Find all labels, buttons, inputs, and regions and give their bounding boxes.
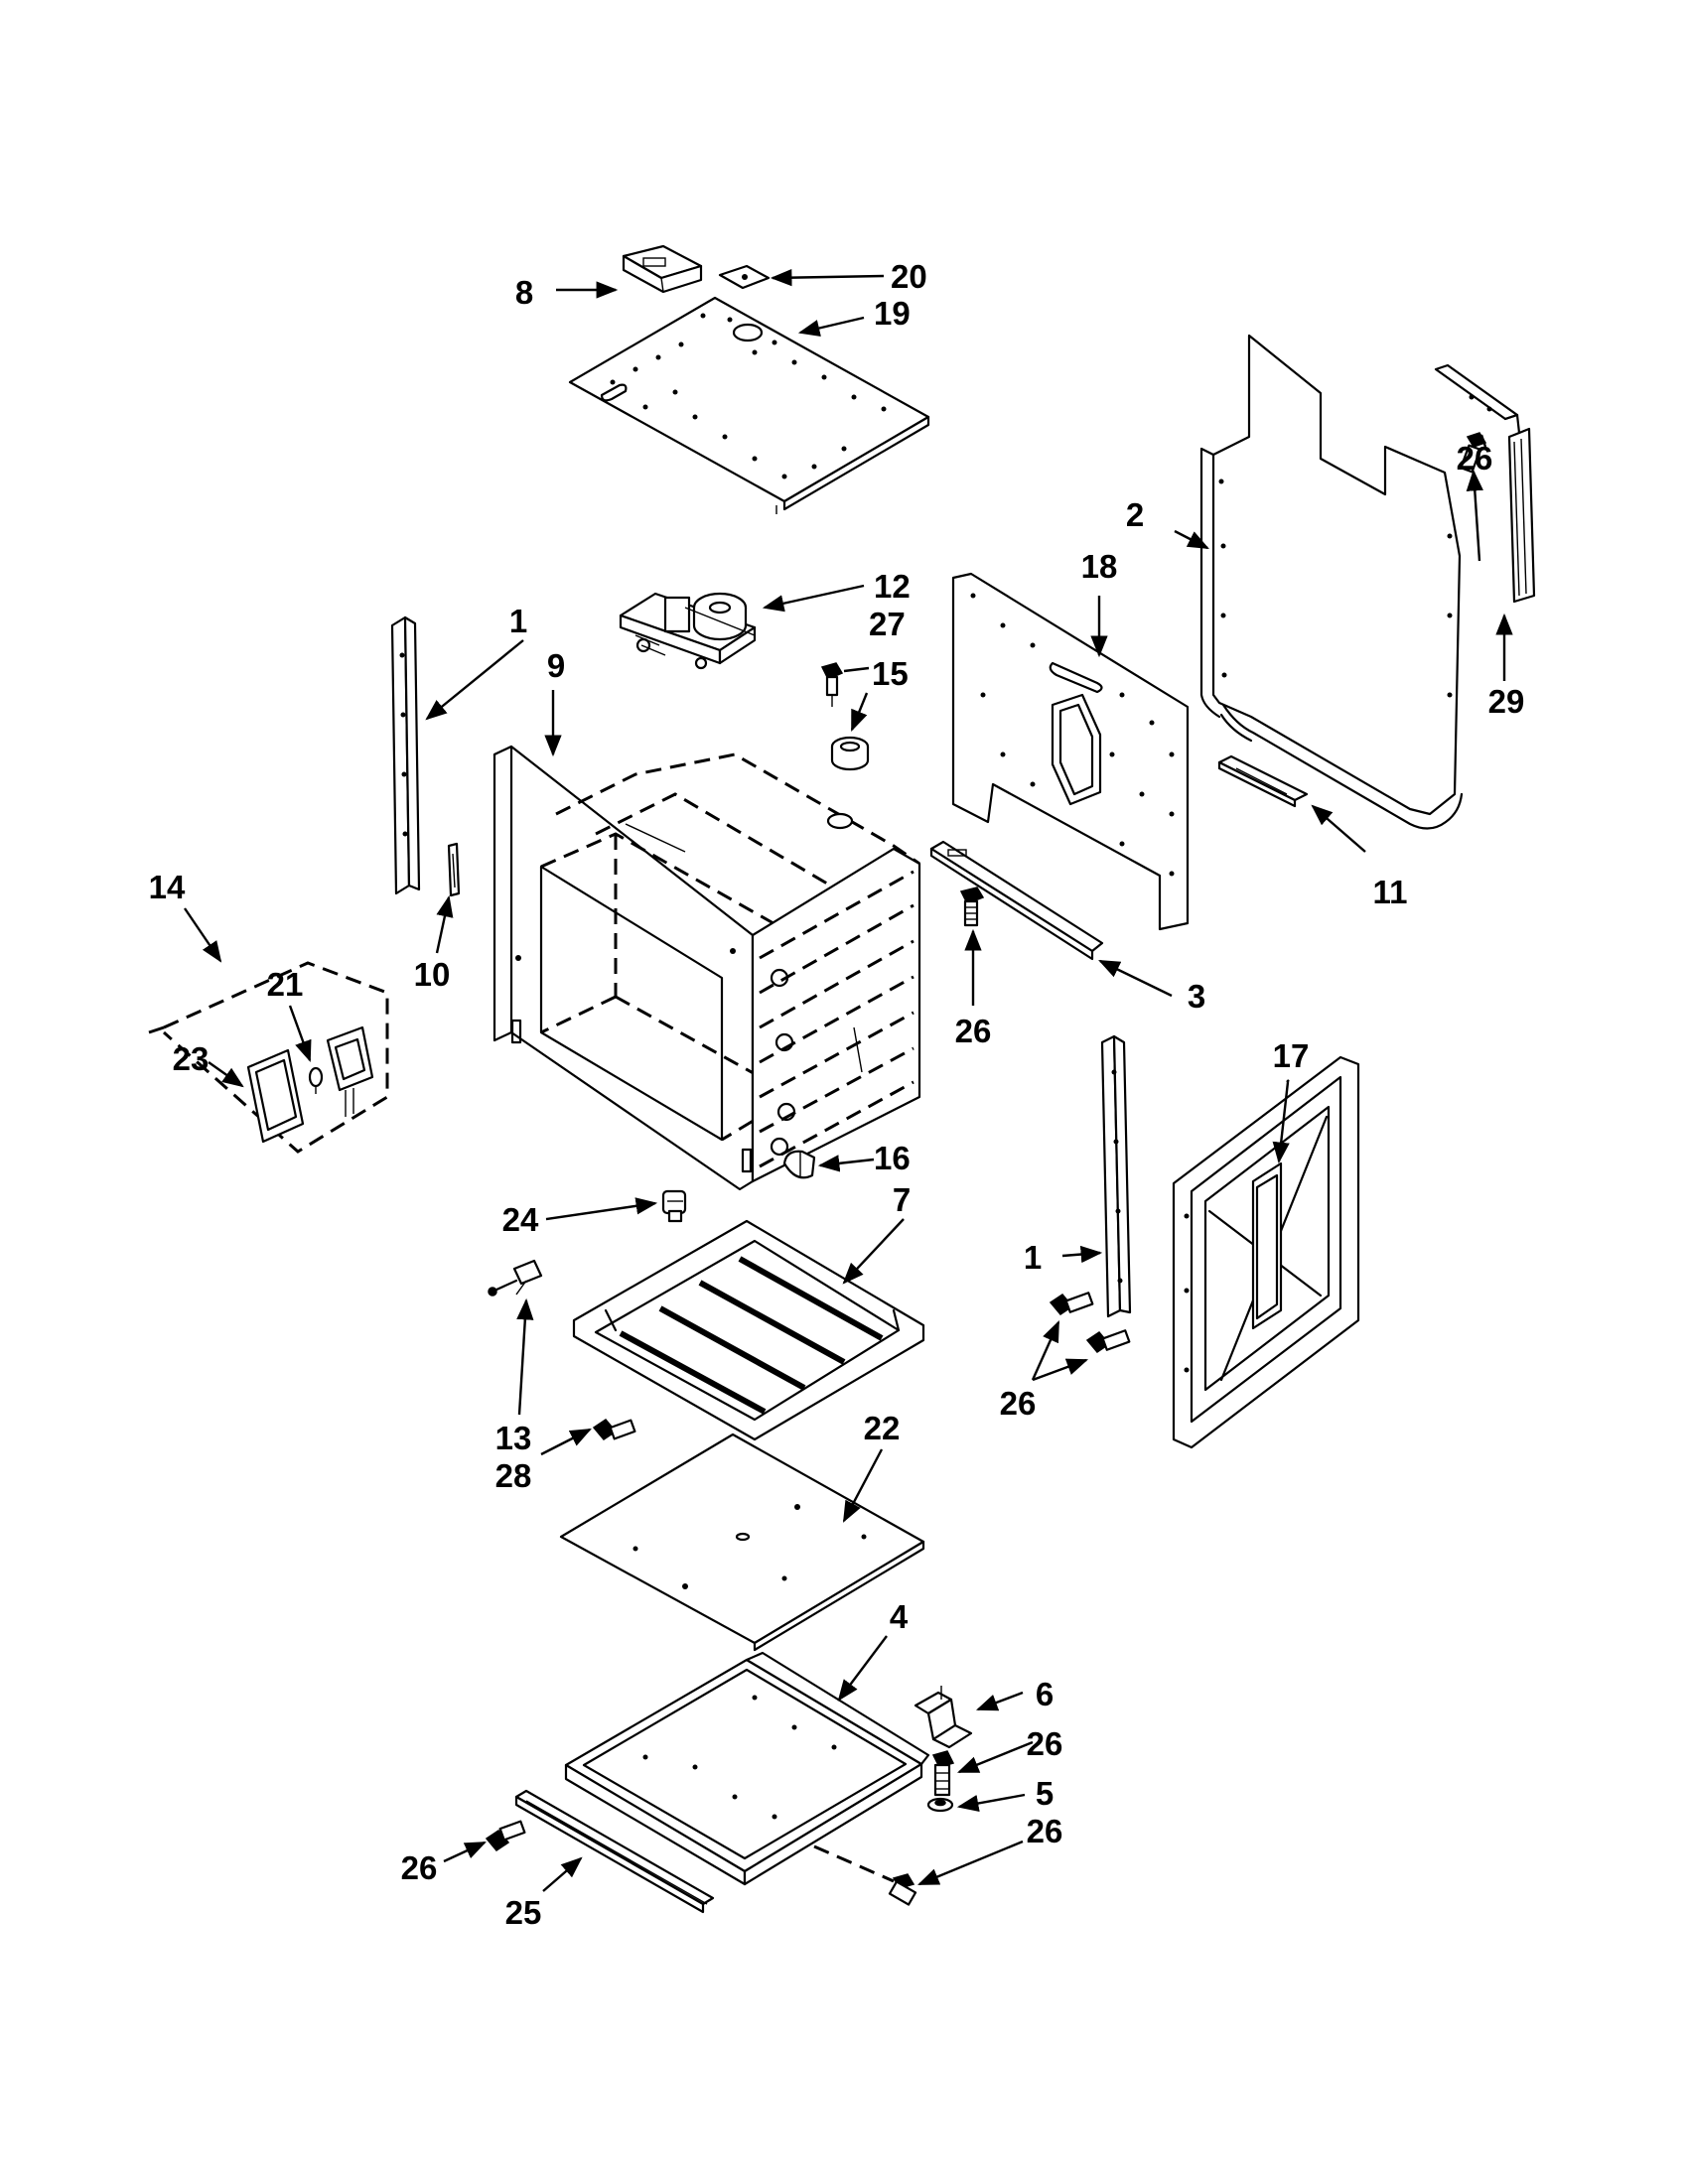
callout-12: 12 <box>874 568 911 605</box>
callout-11: 11 <box>1373 874 1408 910</box>
callout-26: 26 <box>1000 1385 1037 1422</box>
part-10-strip <box>447 842 461 897</box>
part-25-rail <box>514 1789 715 1914</box>
callout-labels: 8 20 19 26 2 18 12 27 15 1 9 29 11 14 21… <box>149 258 1525 1931</box>
part-20-plate <box>718 264 771 290</box>
callout-28: 28 <box>495 1457 532 1494</box>
callout-8: 8 <box>515 274 533 311</box>
callout-21: 21 <box>267 966 304 1003</box>
part-2-outer-wrap <box>1199 334 1464 830</box>
part-18-rear-panel <box>951 572 1190 931</box>
part-14-light-assembly <box>148 961 389 1154</box>
callout-16: 16 <box>874 1140 911 1176</box>
callout-19: 19 <box>874 295 911 332</box>
leader-lines <box>184 269 1513 1892</box>
part-28-screw <box>592 1419 636 1440</box>
part-6-bracket <box>914 1686 973 1749</box>
callout-26: 26 <box>401 1849 438 1886</box>
part-13-probe <box>488 1259 543 1297</box>
callout-4: 4 <box>890 1598 909 1635</box>
part-4-base-frame <box>564 1651 930 1886</box>
tray-ribs <box>619 1256 884 1415</box>
callout-15: 15 <box>872 655 909 692</box>
callout-1: 1 <box>1024 1239 1042 1276</box>
callout-23: 23 <box>173 1040 210 1077</box>
callout-29: 29 <box>1488 683 1525 720</box>
part-12-fan-assembly <box>619 592 757 670</box>
callout-26: 26 <box>1457 440 1493 477</box>
callout-9: 9 <box>547 647 565 684</box>
part-27-screw <box>820 662 844 707</box>
part-26-screw-bottom <box>888 1873 917 1906</box>
callout-25: 25 <box>505 1894 542 1931</box>
callout-26: 26 <box>1027 1725 1063 1762</box>
callout-24: 24 <box>502 1201 539 1238</box>
part-7-tray <box>572 1219 925 1441</box>
callout-22: 22 <box>864 1410 901 1446</box>
part-26-screw-center <box>959 887 985 927</box>
callout-26: 26 <box>1027 1813 1063 1849</box>
part-1-side-bracket-right <box>1100 1034 1132 1318</box>
part-16-knob <box>782 1150 816 1179</box>
callout-18: 18 <box>1081 548 1118 585</box>
callout-5: 5 <box>1036 1775 1054 1812</box>
part-11-rail <box>1217 754 1309 808</box>
part-19-top-panel <box>568 296 930 514</box>
callout-2: 2 <box>1126 496 1144 533</box>
callout-6: 6 <box>1036 1676 1054 1712</box>
callout-17: 17 <box>1273 1037 1310 1074</box>
part-9-oven-cavity <box>492 745 921 1191</box>
part-29-trim <box>1434 363 1536 604</box>
callout-7: 7 <box>893 1181 911 1218</box>
part-8-bracket <box>622 244 703 294</box>
callout-1: 1 <box>509 603 527 639</box>
part-26-screws-right <box>1049 1292 1131 1353</box>
callout-20: 20 <box>891 258 927 295</box>
part-3-strip <box>929 840 1104 961</box>
callout-13: 13 <box>495 1420 532 1456</box>
callout-14: 14 <box>149 869 186 905</box>
part-15-sensor <box>830 736 870 771</box>
callout-3: 3 <box>1188 978 1205 1015</box>
part-1-side-bracket-left <box>390 615 421 895</box>
callout-10: 10 <box>414 956 451 993</box>
part-17-door-frame <box>1172 1055 1360 1449</box>
part-24-switch <box>661 1189 687 1223</box>
part-22-bottom-panel <box>559 1433 925 1652</box>
part-26-screw-bottom-left <box>485 1820 526 1851</box>
callout-27: 27 <box>869 606 906 642</box>
part-26-leveling-screw <box>931 1750 955 1797</box>
part-5-nut <box>926 1797 954 1813</box>
callout-26: 26 <box>955 1013 992 1049</box>
